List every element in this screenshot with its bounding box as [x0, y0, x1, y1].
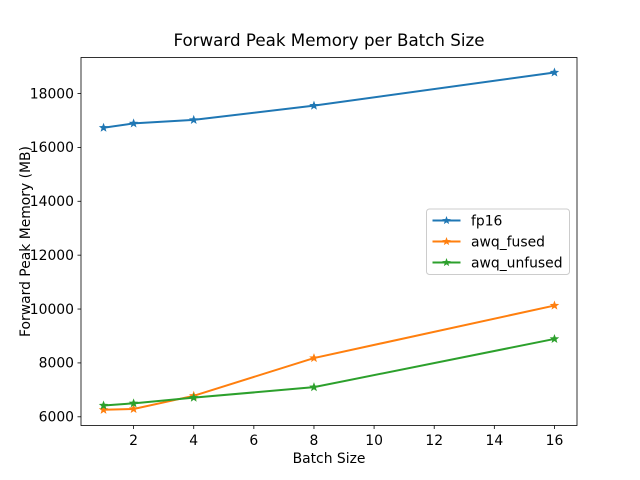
marker-fp16: [98, 122, 109, 132]
y-axis-label: Forward Peak Memory (MB): [18, 146, 34, 337]
plot-frame: [80, 57, 578, 426]
marker-awq_unfused: [98, 400, 109, 410]
y-tick-label: 12000: [30, 248, 74, 264]
legend: fp16 awq_fused awq_unfused: [426, 208, 570, 275]
marker-awq_unfused: [188, 392, 199, 402]
legend-label-awq_fused: awq_fused: [471, 234, 545, 250]
x-tick-label: 2: [129, 433, 138, 449]
legend-marker-fp16: [442, 216, 451, 225]
legend-label-fp16: fp16: [471, 213, 502, 229]
x-tick-label: 6: [249, 433, 258, 449]
x-tick-label: 10: [365, 433, 383, 449]
marker-fp16: [188, 114, 199, 124]
x-tick-label: 8: [310, 433, 319, 449]
marker-awq_fused: [98, 404, 109, 414]
chart-title: Forward Peak Memory per Batch Size: [173, 30, 484, 50]
marker-awq_unfused: [549, 333, 560, 343]
x-tick-label: 14: [485, 433, 503, 449]
marker-fp16: [309, 100, 319, 110]
marker-awq_unfused: [309, 382, 319, 392]
marker-awq_fused: [128, 403, 139, 414]
x-tick-label: 16: [546, 433, 564, 449]
line-fp16: [102, 71, 556, 129]
series-layer: [98, 67, 560, 414]
legend-label-awq_unfused: awq_unfused: [471, 255, 563, 271]
x-axis-label: Batch Size: [293, 451, 366, 467]
marker-awq_unfused: [128, 398, 139, 408]
marker-fp16: [128, 118, 139, 128]
x-axis-ticks: 2 4 6 8 10 12 14 16: [129, 425, 564, 449]
marker-awq_fused: [549, 300, 560, 310]
x-tick-label: 12: [425, 433, 443, 449]
y-tick-label: 16000: [30, 140, 74, 156]
marker-fp16: [549, 67, 560, 77]
legend-marker-awq_unfused: [442, 258, 451, 267]
legend-box: [426, 208, 570, 275]
y-tick-label: 8000: [39, 356, 74, 372]
marker-awq_fused: [309, 353, 319, 363]
y-tick-label: 10000: [30, 302, 74, 318]
x-tick-label: 4: [189, 433, 198, 449]
line-awq_unfused: [102, 337, 556, 407]
line-awq_fused: [102, 304, 556, 411]
y-tick-label: 6000: [39, 410, 74, 426]
y-axis-ticks: 6000 8000 10000 12000 14000 16000 18000: [30, 86, 81, 426]
y-tick-label: 18000: [30, 86, 74, 102]
legend-marker-awq_fused: [442, 237, 451, 246]
y-tick-label: 14000: [30, 194, 74, 210]
